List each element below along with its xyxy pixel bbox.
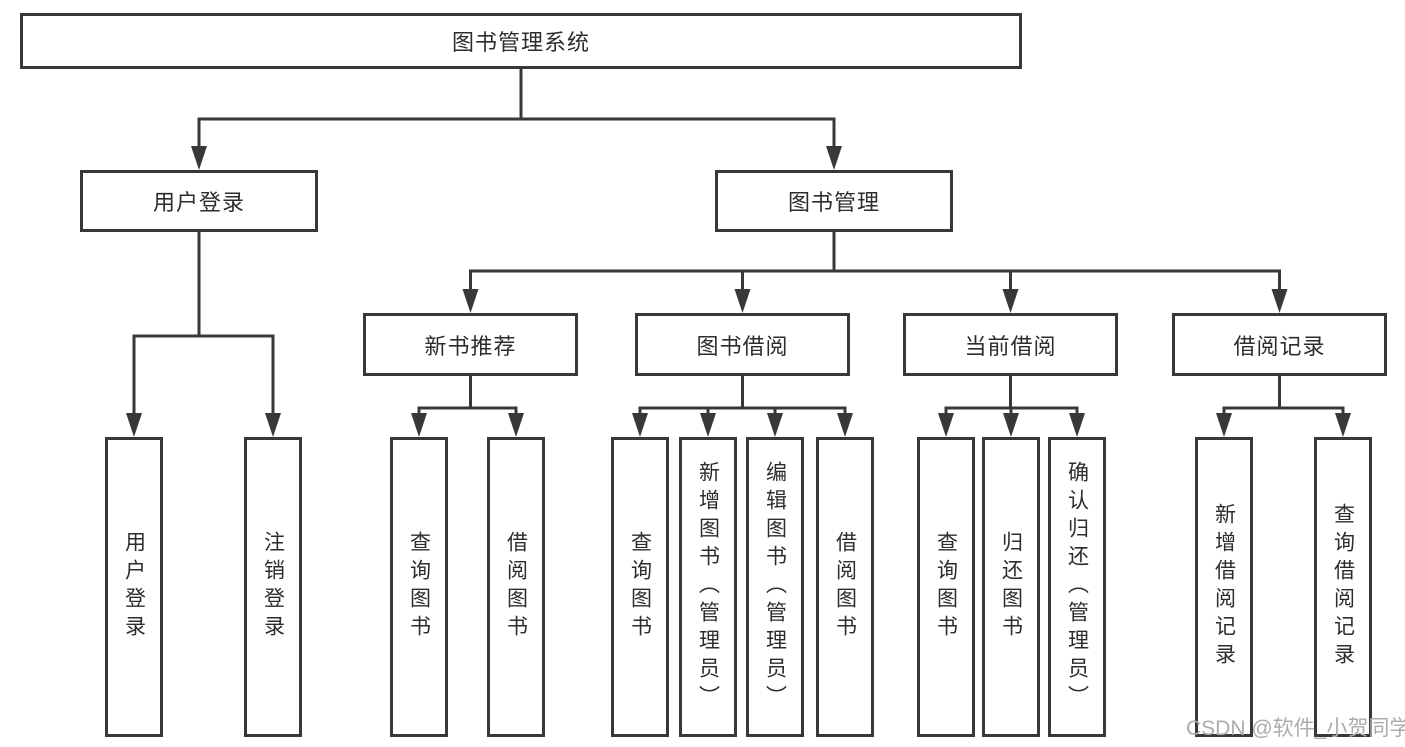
arrowhead [826,146,842,170]
arrowhead [1216,413,1232,437]
leaf-query-books-borrowing: 查询图书 [611,437,669,737]
leaf-query-books-current: 查询图书 [917,437,975,737]
leaf-borrow-books-recommend: 借阅图书 [487,437,545,737]
node-book-management: 图书管理 [715,170,953,232]
csdn-watermark: CSDN @软件_小贺同学 [1186,717,1405,740]
arrowhead [411,413,427,437]
node-root-label: 图书管理系统 [451,30,590,55]
leaf-label: 查询图书 [628,531,652,643]
leaf-label: 查询图书 [934,531,958,643]
arrowhead [508,413,524,437]
arrowhead [1003,413,1019,437]
connector-user-login [126,232,281,437]
arrowhead [767,413,783,437]
node-label: 图书借阅 [696,333,789,359]
arrowhead [1335,413,1351,437]
arrowhead [1002,289,1019,313]
node-book-borrowing: 图书借阅 [635,313,850,376]
leaf-label: 注销登录 [261,531,285,643]
node-new-book-recommendation: 新书推荐 [363,313,578,376]
leaf-query-borrow-record: 查询借阅记录 [1314,437,1372,737]
arrowhead [1271,289,1288,313]
node-borrowing-records: 借阅记录 [1172,313,1387,376]
leaf-label: 查询图书 [407,531,431,643]
leaf-label: 查询借阅记录 [1331,503,1355,671]
leaf-confirm-return-admin: 确认归还（管理员） [1048,437,1106,737]
node-label: 图书管理 [787,190,880,215]
leaf-label: 新增借阅记录 [1212,503,1236,671]
arrowhead [265,413,281,437]
arrowhead [700,413,716,437]
node-label: 当前借阅 [964,333,1057,359]
leaf-query-books-recommend: 查询图书 [390,437,448,737]
leaf-borrow-books: 借阅图书 [816,437,874,737]
arrowhead [734,289,751,313]
arrowhead [632,413,648,437]
connector-new-book-recommendation [411,376,524,437]
leaf-label: 借阅图书 [504,531,528,643]
node-label: 借阅记录 [1233,333,1326,359]
arrowhead [837,413,853,437]
leaf-user-login: 用户登录 [105,437,163,737]
leaf-add-book-admin: 新增图书（管理员） [679,437,737,737]
connector-borrowing-records [1216,376,1351,437]
leaf-label: 用户登录 [122,531,146,643]
arrowhead [1069,413,1085,437]
leaf-label: 借阅图书 [833,531,857,643]
node-user-login: 用户登录 [80,170,318,232]
leaf-logout: 注销登录 [244,437,302,737]
node-root: 图书管理系统 [20,13,1022,69]
arrowhead [462,289,479,313]
leaf-add-borrow-record: 新增借阅记录 [1195,437,1253,737]
node-label: 新书推荐 [424,333,517,359]
connector-current-borrowing [938,376,1085,437]
leaf-label: 新增图书（管理员） [696,461,720,713]
arrowhead [938,413,954,437]
leaf-label: 确认归还（管理员） [1065,461,1089,713]
connector-root [191,69,842,170]
arrowhead [191,146,207,170]
arrowhead [126,413,142,437]
leaf-label: 归还图书 [999,531,1023,643]
leaf-return-books: 归还图书 [982,437,1040,737]
node-current-borrowing: 当前借阅 [903,313,1118,376]
node-label: 用户登录 [152,190,245,215]
leaf-label: 编辑图书（管理员） [763,461,787,713]
connector-book-management [462,232,1288,313]
leaf-edit-book-admin: 编辑图书（管理员） [746,437,804,737]
connector-book-borrowing [632,376,853,437]
